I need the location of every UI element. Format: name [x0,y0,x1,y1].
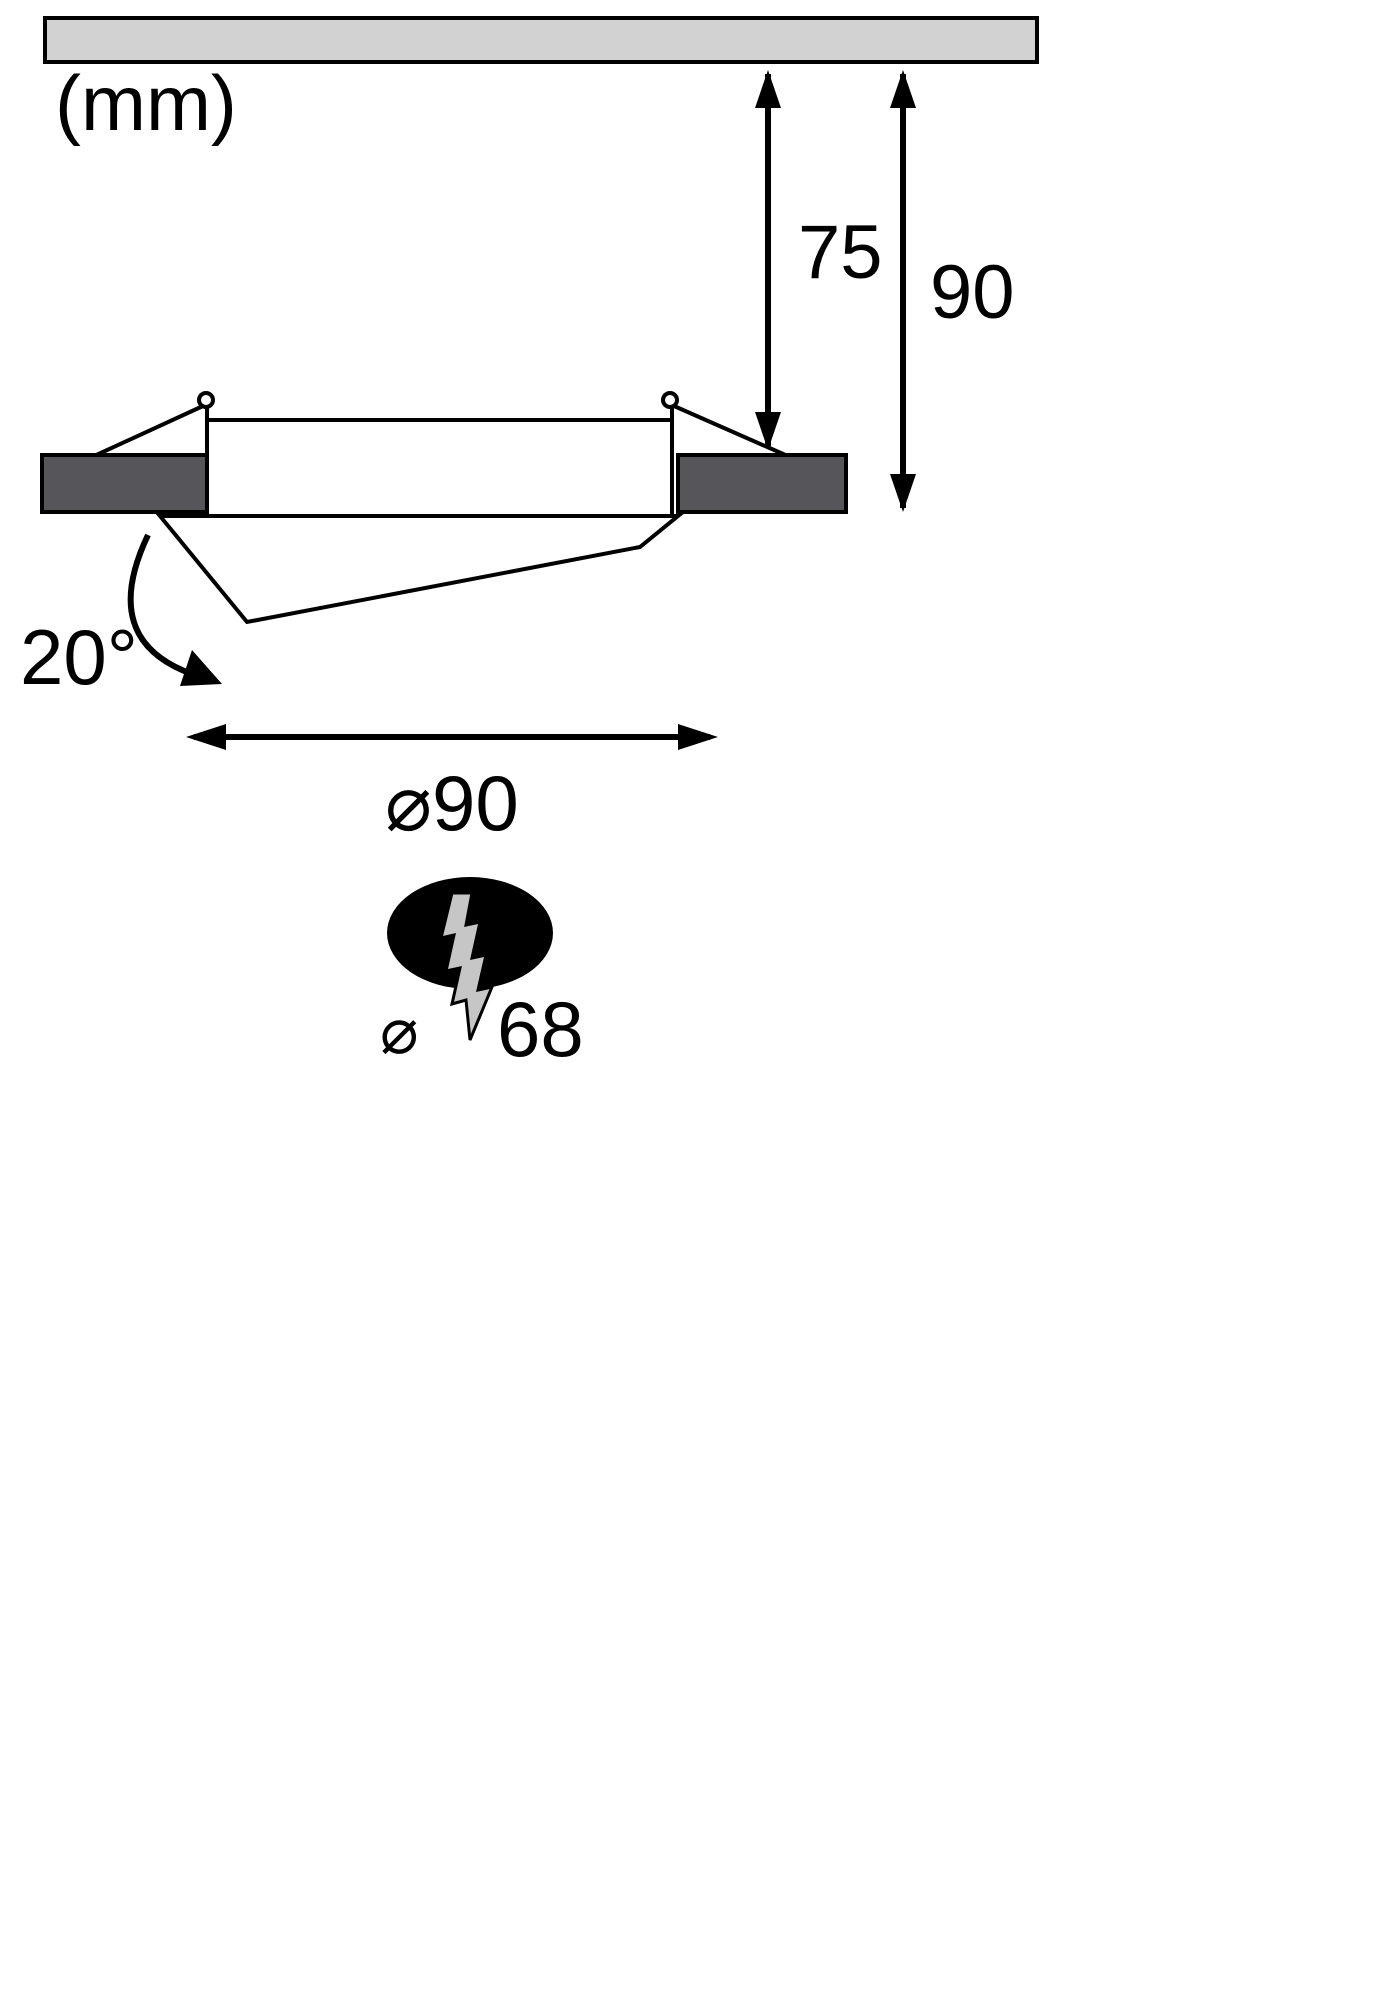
trim-ring-right [676,453,848,514]
diameter-arrow-right [678,724,718,750]
dim-line-75: 75 [755,70,883,450]
dim-line-90-arrow-down [890,474,916,512]
dim-line-90-arrow-up [890,70,916,108]
spring-pin-right [661,391,679,409]
mounting-spring-right [673,404,791,459]
ceiling-panel [43,16,1039,64]
dim-line-75-arrow-up [755,70,781,108]
unit-label: (mm) [55,59,237,147]
tilt-angle-indicator: 20° [20,533,222,701]
diameter-arrow-left [186,724,226,750]
tilted-lamp-body [155,514,684,625]
tilt-angle-label: 20° [20,613,138,701]
cutout-diameter-symbol: ⌀ [380,995,419,1067]
cutout-diameter-value: 68 [497,985,584,1073]
trim-ring-left [40,453,209,514]
mounting-spring-left [91,404,204,459]
dim-label-75: 75 [798,210,883,295]
dim-label-90: 90 [930,250,1015,335]
tilt-arc-arrowhead [180,650,222,686]
diameter-indicator: ⌀90 [186,724,718,847]
dim-line-75-arrow-down [755,412,781,450]
spring-pin-left [197,391,215,409]
dim-line-90: 90 [890,70,1015,512]
lightning-bolt-icon [438,891,495,1041]
diameter-label: ⌀90 [385,759,519,847]
luminaire-side-view [40,391,848,625]
cutout-indicator: ⌀ 68 [380,877,584,1073]
tilt-arc [127,533,194,677]
